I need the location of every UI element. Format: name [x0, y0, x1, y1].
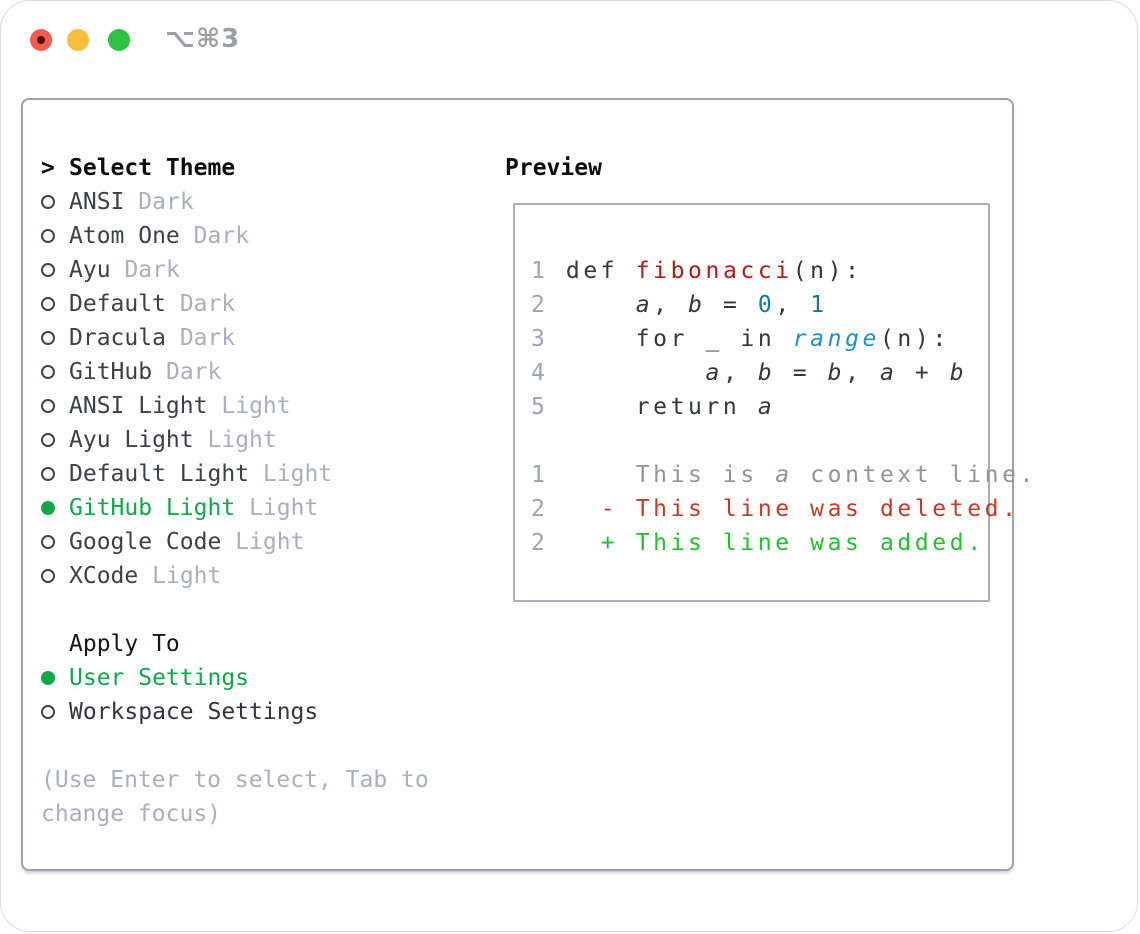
- code-line: 5 return a: [531, 394, 776, 420]
- theme-name: Default: [69, 291, 166, 317]
- theme-variant: Light: [235, 529, 305, 555]
- theme-variant: Dark: [179, 291, 236, 317]
- theme-name: GitHub: [69, 359, 153, 385]
- help-text-line: change focus): [41, 801, 222, 827]
- code-line: 2 + This line was added.: [531, 530, 985, 556]
- radio-selected-icon: [41, 501, 69, 515]
- theme-variant: Light: [221, 393, 291, 419]
- theme-option-google-code[interactable]: Google Code Light: [41, 525, 332, 559]
- theme-name: GitHub Light: [69, 495, 236, 521]
- radio-icon: [41, 433, 69, 447]
- apply-option-workspace-settings[interactable]: Workspace Settings: [41, 695, 318, 729]
- theme-list: > Select Theme ANSI Dark Atom One Dark A…: [41, 151, 332, 593]
- code-line: 2 - This line was deleted.: [531, 496, 1020, 522]
- code-line: 1 This is a context line.: [531, 462, 1037, 488]
- theme-option-ansi-light[interactable]: ANSI Light Light: [41, 389, 332, 423]
- theme-option-github-dark[interactable]: GitHub Dark: [41, 355, 332, 389]
- theme-option-ayu-light[interactable]: Ayu Light Light: [41, 423, 332, 457]
- theme-variant: Dark: [179, 325, 236, 351]
- theme-name: Ayu Light: [69, 427, 194, 453]
- maximize-button-icon[interactable]: [108, 29, 130, 51]
- radio-icon: [41, 365, 69, 379]
- code-line: [531, 424, 1037, 458]
- help-text-line: (Use Enter to select, Tab to: [41, 767, 429, 793]
- theme-variant: Light: [152, 563, 222, 589]
- theme-option-dracula-dark[interactable]: Dracula Dark: [41, 321, 332, 355]
- theme-option-xcode[interactable]: XCode Light: [41, 559, 332, 593]
- theme-option-atom-one-dark[interactable]: Atom One Dark: [41, 219, 332, 253]
- theme-name: ANSI Light: [69, 393, 208, 419]
- radio-icon: [41, 399, 69, 413]
- apply-option-label: Workspace Settings: [69, 699, 319, 725]
- theme-name: Ayu: [69, 257, 111, 283]
- close-dot-icon: [37, 36, 45, 44]
- theme-list-header-row: > Select Theme: [41, 151, 332, 185]
- theme-name: Dracula: [69, 325, 166, 351]
- theme-option-ayu-dark[interactable]: Ayu Dark: [41, 253, 332, 287]
- apply-to-title: Apply To: [69, 631, 180, 657]
- theme-variant: Dark: [138, 189, 194, 215]
- minimize-button-icon[interactable]: [67, 29, 89, 51]
- preview-pane: 1 def fibonacci(n): 2 a, b = 0, 1 3 for _ …: [513, 203, 1033, 602]
- theme-name: Default Light: [69, 461, 250, 487]
- theme-selector-panel: > Select Theme ANSI Dark Atom One Dark A…: [21, 98, 1033, 871]
- apply-to-section: Apply To User Settings Workspace Setting…: [41, 627, 318, 729]
- titlebar: ⌥⌘3: [1, 1, 1137, 79]
- theme-variant: Dark: [193, 223, 250, 249]
- theme-variant: Dark: [165, 359, 222, 385]
- theme-variant: Light: [262, 461, 333, 487]
- theme-variant: Light: [207, 427, 277, 453]
- theme-name: Atom One: [69, 223, 180, 249]
- code-line: 4 a, b = b, a + b: [531, 360, 968, 386]
- radio-icon: [41, 705, 69, 719]
- apply-option-user-settings[interactable]: User Settings: [41, 661, 318, 695]
- radio-icon: [41, 331, 69, 345]
- apply-option-label: User Settings: [69, 665, 250, 691]
- radio-icon: [41, 569, 69, 583]
- theme-name: XCode: [69, 563, 139, 589]
- theme-name: ANSI: [69, 189, 125, 215]
- window-title: ⌥⌘3: [165, 24, 241, 54]
- help-text: (Use Enter to select, Tab to change focu…: [41, 763, 429, 831]
- apply-to-header-row: Apply To: [41, 627, 318, 661]
- theme-option-default-light[interactable]: Default Light Light: [41, 457, 332, 491]
- code-line: 2 a, b = 0, 1: [531, 292, 828, 318]
- theme-option-default-dark[interactable]: Default Dark: [41, 287, 332, 321]
- theme-option-ansi-dark[interactable]: ANSI Dark: [41, 185, 332, 219]
- code-line: 1 def fibonacci(n):: [531, 258, 863, 284]
- theme-name: Google Code: [69, 529, 222, 555]
- code-preview: 1 def fibonacci(n): 2 a, b = 0, 1 3 for _ …: [531, 254, 1037, 560]
- radio-icon: [41, 535, 69, 549]
- radio-icon: [41, 297, 69, 311]
- theme-variant: Light: [249, 495, 319, 521]
- radio-selected-icon: [41, 671, 69, 685]
- code-line: 3 for _ in range(n):: [531, 326, 950, 352]
- theme-variant: Dark: [124, 257, 180, 283]
- cursor-chevron-icon: >: [41, 155, 55, 181]
- theme-option-github-light[interactable]: GitHub Light Light: [41, 491, 332, 525]
- theme-list-title: Select Theme: [69, 155, 236, 181]
- close-button-icon[interactable]: [30, 29, 52, 51]
- radio-icon: [41, 263, 69, 277]
- radio-icon: [41, 229, 69, 243]
- preview-title: Preview: [505, 155, 602, 181]
- radio-icon: [41, 467, 69, 481]
- radio-icon: [41, 195, 69, 209]
